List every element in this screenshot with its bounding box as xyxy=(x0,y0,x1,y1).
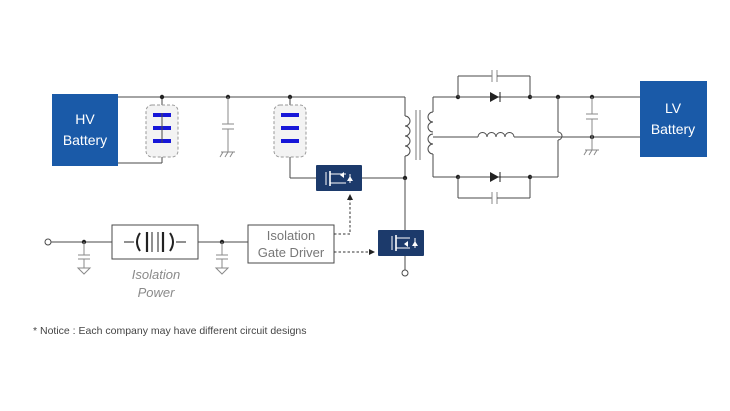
lv-output-rails xyxy=(530,94,640,178)
isolation-power-label-line2: Power xyxy=(138,285,176,300)
lower-rectifier xyxy=(455,172,533,204)
driver-supply-capacitor xyxy=(214,239,230,275)
hv-battery-label-line2: Battery xyxy=(63,132,107,148)
battery-cell-stack-1 xyxy=(145,97,179,163)
hv-battery-label-line1: HV xyxy=(75,111,95,127)
lv-battery-label-line1: LV xyxy=(665,100,682,116)
transformer-secondary-winding xyxy=(427,96,478,178)
output-inductor xyxy=(477,132,550,138)
hv-filter-capacitor xyxy=(219,94,235,158)
gate-signal-top xyxy=(334,194,353,235)
input-terminal xyxy=(44,238,112,246)
gate-driver-label-line1: Isolation xyxy=(267,228,315,243)
isolation-power-transformer xyxy=(111,224,199,260)
hv-battery: HV Battery xyxy=(52,94,118,166)
input-capacitor xyxy=(76,239,92,275)
lv-battery-label-line2: Battery xyxy=(651,121,695,137)
lv-output-capacitor xyxy=(583,97,599,156)
upper-rectifier xyxy=(455,70,533,102)
lv-battery: LV Battery xyxy=(640,81,707,157)
isolation-power-label-line1: Isolation xyxy=(132,267,180,282)
battery-cell-stack-2 xyxy=(273,94,316,179)
notice-text: * Notice : Each company may have differe… xyxy=(33,325,307,337)
gate-driver-label-line2: Gate Driver xyxy=(258,245,325,260)
isolation-gate-driver-box: Isolation Gate Driver xyxy=(247,224,335,264)
transformer-primary-winding xyxy=(404,110,421,230)
top-mosfet-module xyxy=(316,165,405,191)
bottom-mosfet-module xyxy=(378,178,424,277)
hv-top-rail xyxy=(117,96,406,116)
